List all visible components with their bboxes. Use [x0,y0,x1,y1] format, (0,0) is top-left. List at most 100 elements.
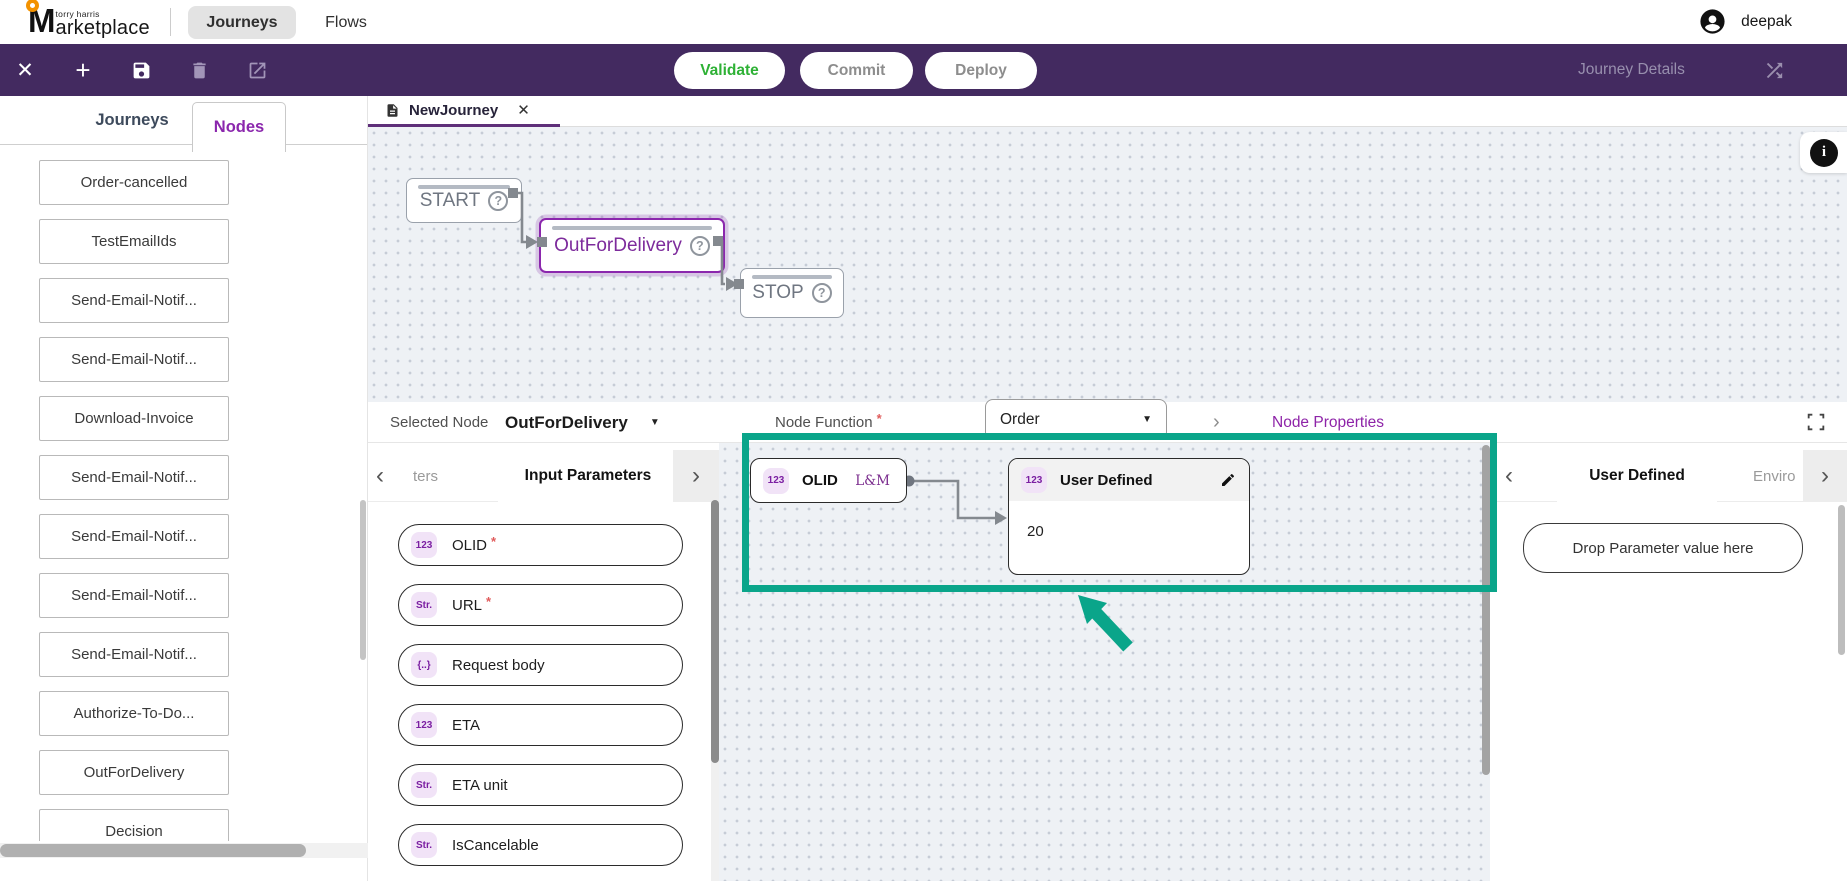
tab-user-defined[interactable]: User Defined [1557,450,1717,502]
node-stop[interactable]: STOP ? [740,268,844,318]
required-asterisk: * [491,533,497,549]
node-start[interactable]: START ? [406,178,522,223]
node-start-label: START [419,189,481,211]
node-list-item[interactable]: Download-Invoice [39,396,229,441]
required-asterisk: * [486,593,492,609]
type-badge-icon: 123 [411,532,437,558]
parameters-scrollbar[interactable] [711,500,719,763]
sidebar-tab-nodes[interactable]: Nodes [192,102,286,152]
user-menu[interactable]: deepak [1698,7,1792,36]
journey-tab-title: NewJourney [409,101,499,119]
parameter-pill[interactable]: 123 OLID * [398,524,683,566]
type-badge-icon: Str. [411,832,437,858]
sidebar-horizontal-scrollbar[interactable] [0,844,306,857]
brand-logo[interactable]: M torry harris arketplace [26,0,150,39]
target-card-title: User Defined [1060,471,1153,489]
node-list-item[interactable]: Order-cancelled [39,160,229,205]
edit-pencil-icon[interactable] [1220,472,1236,488]
type-badge-icon: 123 [411,712,437,738]
trash-icon [192,62,206,78]
journey-canvas[interactable]: START ? OutForDelivery ? STOP ? i [368,127,1847,402]
open-in-new-icon [249,62,265,78]
delete-button[interactable] [182,44,216,96]
commit-button[interactable]: Commit [800,52,913,89]
type-badge-icon: 123 [1021,467,1047,493]
tabs-scroll-right[interactable]: › [1803,450,1847,502]
node-list-item[interactable]: Send-Email-Notif... [39,455,229,500]
tabs-scroll-right[interactable]: › [673,450,719,502]
parameter-list: 123 OLID * Str. URL * {..} Request body … [368,502,719,881]
node-list-item[interactable]: Authorize-To-Do... [39,691,229,736]
node-function-select[interactable]: Order ▼ [985,399,1167,440]
parameter-name: Request body [452,656,545,674]
deploy-button[interactable]: Deploy [925,52,1037,89]
route-icon[interactable] [1763,59,1786,82]
save-button[interactable] [124,44,158,96]
node-list-item[interactable]: Decision [39,809,229,841]
parameter-name: URL [452,596,483,614]
node-outfordelivery[interactable]: OutForDelivery ? [539,218,725,273]
type-badge-icon: 123 [763,467,789,494]
node-list-item[interactable]: Send-Email-Notif... [39,278,229,323]
brand-initial: M [26,0,55,39]
node-list-item[interactable]: Send-Email-Notif... [39,514,229,559]
parameter-dropzone[interactable]: Drop Parameter value here [1523,523,1803,573]
node-properties-link[interactable]: Node Properties [1272,413,1385,431]
node-list-item[interactable]: TestEmailIds [39,219,229,264]
node-function-label-text: Node Function [775,414,873,431]
parameter-pill[interactable]: {..} Request body * [398,644,683,686]
tabs-scroll-left[interactable]: ‹ [376,462,384,489]
parameter-pill[interactable]: Str. IsCancelable * [398,824,683,866]
node-list-item[interactable]: Send-Email-Notif... [39,337,229,382]
nav-tab-flows[interactable]: Flows [325,13,367,31]
node-list-item[interactable]: Send-Email-Notif... [39,573,229,618]
node-list-item[interactable]: OutForDelivery [39,750,229,795]
mapping-target-card[interactable]: 123 User Defined 20 [1008,458,1250,575]
node-function-value: Order [1000,410,1040,428]
target-value[interactable]: 20 [1027,523,1044,540]
prev-tab-fragment[interactable]: ters [413,467,439,485]
parameter-pill[interactable]: Str. ETA unit * [398,764,683,806]
type-badge-icon: Str. [411,592,437,618]
selected-node-dropdown[interactable]: OutForDelivery ▼ [505,402,660,443]
node-list: Order-cancelled TestEmailIds Send-Email-… [0,146,367,841]
close-tab-icon[interactable]: ✕ [517,102,530,119]
save-icon [133,62,149,78]
help-icon[interactable]: ? [689,235,710,256]
open-in-new-button[interactable] [240,44,274,96]
journey-toolbar: ✕ + Validate Commit Deploy Journey Detai… [0,44,1847,96]
add-button[interactable]: + [75,54,91,85]
help-icon[interactable]: ? [488,190,509,211]
tab-input-parameters[interactable]: Input Parameters [498,450,678,502]
mapping-source-card[interactable]: 123 OLID L&M [750,458,907,503]
journey-details-label: Journey Details [1578,61,1685,78]
node-drag-bar [418,185,510,189]
tabs-scroll-left[interactable]: ‹ [1505,462,1513,489]
target-card-header: 123 User Defined [1009,459,1249,501]
mapping-canvas[interactable]: 123 OLID L&M 123 User Defined 20 [719,443,1490,881]
help-icon[interactable]: ? [811,283,832,303]
fullscreen-icon[interactable] [1805,411,1827,433]
chevron-right-icon[interactable]: › [1213,411,1220,433]
journey-tab[interactable]: NewJourney ✕ [368,96,560,127]
info-button[interactable]: i [1800,132,1847,173]
sidebar-tab-journeys[interactable]: Journeys [95,111,169,129]
mapping-scrollbar[interactable] [1482,445,1490,775]
sidebar-vertical-scrollbar[interactable] [360,500,366,660]
tab-environment-truncated[interactable]: Enviro [1753,467,1796,485]
node-list-item[interactable]: Send-Email-Notif... [39,632,229,677]
close-journey-button[interactable]: ✕ [16,58,34,82]
sidebar-horizontal-scrollbar-track [0,843,368,858]
sidebar-tabs: Journeys Nodes [0,96,367,152]
parameter-pill[interactable]: 123 ETA * [398,704,683,746]
input-parameters-panel: ‹ ters Input Parameters › 123 OLID * Str… [368,443,719,881]
username: deepak [1741,12,1792,30]
parameter-pill[interactable]: Str. URL * [398,584,683,626]
value-panel-scrollbar[interactable] [1838,505,1845,655]
node-stop-label: STOP [752,282,804,303]
chevron-down-icon: ▼ [1142,414,1152,425]
validate-button[interactable]: Validate [674,52,785,89]
nav-tab-journeys[interactable]: Journeys [188,6,296,39]
parameters-tab-strip: ‹ ters Input Parameters › [368,450,719,502]
node-drag-bar [752,275,832,279]
